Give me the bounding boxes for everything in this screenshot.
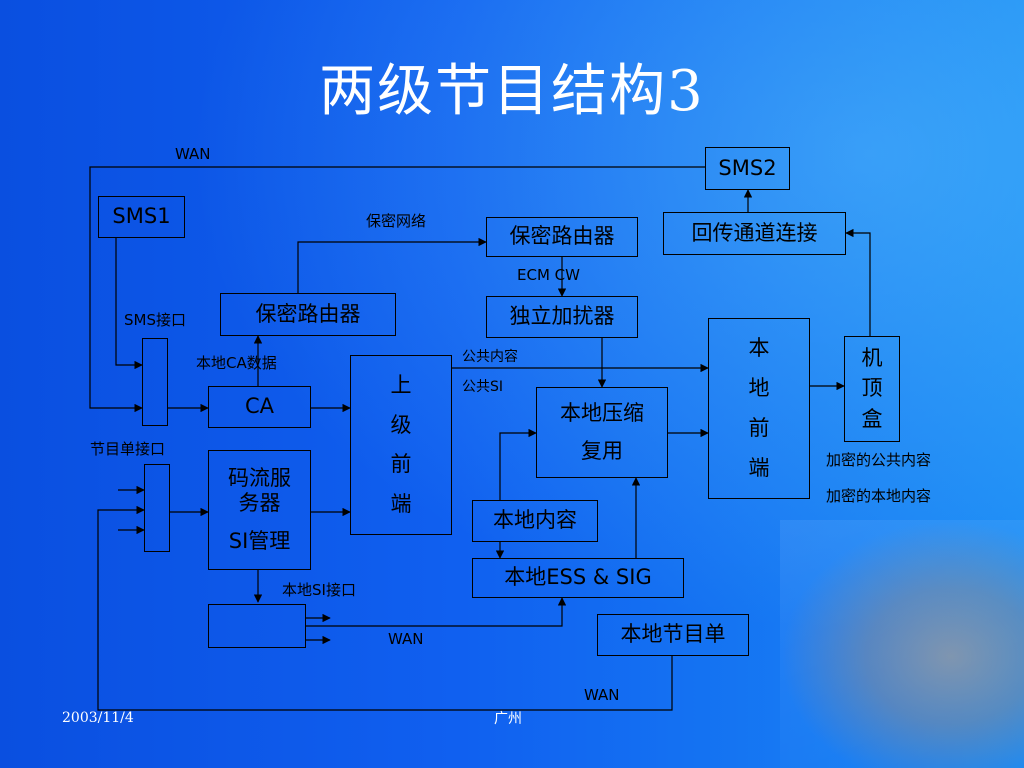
sms-interface-combiner	[142, 338, 168, 426]
ecm-cw-label: ECM CW	[517, 266, 580, 284]
stream-server-line-2: 务器	[238, 491, 281, 516]
stb-box: 机 顶 盒	[844, 336, 900, 442]
footer-location: 广州	[494, 711, 522, 727]
local-frontend-char-3: 前	[748, 415, 770, 440]
sms1-box: SMS1	[98, 196, 185, 238]
local-frontend-char-1: 本	[748, 336, 770, 361]
public-si-label: 公共SI	[462, 379, 504, 395]
program-list-combiner	[144, 464, 170, 552]
local-mux-line-1: 本地压缩	[560, 400, 644, 425]
wan-bottom-label: WAN	[584, 686, 620, 704]
stb-char-2: 顶	[861, 376, 883, 401]
stb-char-3: 盒	[861, 407, 883, 432]
slide-title: 两级节目结构3	[319, 59, 705, 124]
stream-server-box: 码流服 务器 SI管理	[208, 450, 311, 570]
upper-frontend-box: 上 级 前 端	[350, 355, 452, 535]
footer-date: 2003/11/4	[62, 710, 134, 726]
local-si-box	[208, 604, 306, 648]
local-frontend-char-2: 地	[748, 376, 770, 401]
upper-frontend-char-1: 上	[390, 373, 412, 398]
local-frontend-char-4: 端	[748, 455, 770, 480]
local-ess-sig-box: 本地ESS & SIG	[472, 558, 684, 598]
secure-router-top-box: 保密路由器	[486, 217, 638, 257]
scrambler-box: 独立加扰器	[486, 296, 638, 338]
wan-top-label: WAN	[175, 145, 211, 163]
sms2-box: SMS2	[705, 147, 790, 190]
local-content-box: 本地内容	[472, 500, 598, 542]
local-mux-box: 本地压缩 复用	[536, 387, 668, 478]
sms-interface-label: SMS接口	[124, 311, 186, 329]
local-frontend-box: 本 地 前 端	[708, 318, 810, 499]
upper-frontend-char-4: 端	[390, 491, 412, 516]
local-mux-line-2: 复用	[581, 438, 623, 463]
secure-network-label: 保密网络	[366, 212, 427, 230]
hand-keyboard-image	[780, 520, 1024, 768]
wan-mid-label: WAN	[388, 630, 424, 648]
stream-server-line-3: SI管理	[228, 528, 291, 553]
program-list-interface-label: 节目单接口	[90, 440, 166, 458]
local-si-interface-label: 本地SI接口	[282, 581, 356, 599]
upper-frontend-char-2: 级	[390, 412, 412, 437]
local-program-guide-box: 本地节目单	[597, 614, 749, 656]
encrypted-local-label: 加密的本地内容	[826, 487, 932, 505]
local-ca-data-label: 本地CA数据	[196, 354, 277, 372]
secure-router-left-box: 保密路由器	[220, 293, 396, 336]
stb-char-1: 机	[861, 345, 883, 370]
encrypted-public-label: 加密的公共内容	[826, 451, 932, 469]
ca-box: CA	[208, 386, 311, 428]
public-content-label: 公共内容	[462, 349, 518, 365]
upper-frontend-char-3: 前	[390, 452, 412, 477]
stream-server-line-1: 码流服	[228, 466, 291, 491]
return-channel-box: 回传通道连接	[663, 212, 846, 255]
